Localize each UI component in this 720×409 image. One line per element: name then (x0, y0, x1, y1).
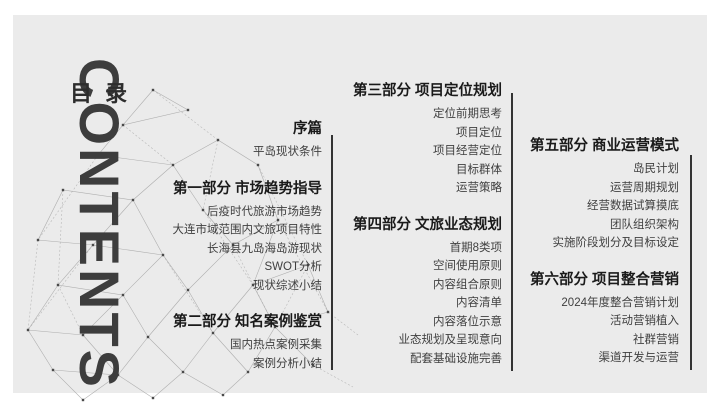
toc-item: 项目经营定位 (433, 145, 502, 157)
toc-item: 空间使用原则 (433, 260, 502, 272)
page-title: 目录 (70, 81, 141, 106)
toc-item: 内容组合原则 (433, 278, 502, 291)
toc-section-title: 第五部分 商业运营模式 (529, 138, 679, 154)
toc-section-title: 第四部分 文旅业态规划 (352, 216, 502, 233)
toc-item: 业态规划及呈现意向 (398, 334, 503, 346)
toc-item: 经营数据试算摸底 (587, 200, 679, 212)
divider-line-3 (690, 155, 692, 370)
toc-item: 项目定位 (456, 126, 502, 139)
toc-item: 实施阶段划分及目标设定 (552, 237, 680, 249)
toc-slide: CONTENTS 目录 序篇 平岛现状条件 第一部分 市场趋势指导 后疫时代旅游… (13, 15, 707, 402)
divider-line-2 (511, 93, 513, 371)
toc-item: 配套基础设施完善 (410, 352, 502, 365)
constellation-graphic (26, 88, 359, 402)
toc-section-title: 序篇 (293, 121, 322, 137)
toc-section-part6: 第六部分 项目整合营销 2024年度整合营销计划 活动营销植入 社群营销 渠道开… (530, 270, 679, 368)
toc-section-part2: 第二部分 知名案例鉴赏 国内热点案例采集 案例分析小结 (172, 312, 322, 373)
toc-item: 活动营销植入 (610, 315, 679, 327)
toc-item: 运营周期规划 (610, 181, 679, 194)
toc-item: 案例分析小结 (253, 357, 322, 370)
toc-section-title: 第六部分 项目整合营销 (529, 271, 679, 288)
toc-column-2: 第三部分 项目定位规划 定位前期思考 项目定位 项目经营定位 目标群体 运营策略… (353, 81, 502, 385)
toc-item: 目标群体 (456, 163, 502, 176)
toc-item: 首期8类项 (449, 241, 502, 254)
toc-item: 现状综述小结 (253, 279, 322, 292)
divider-line-1 (331, 135, 333, 370)
toc-item: 国内热点案例采集 (230, 339, 322, 351)
toc-item: 长海县九岛海岛游现状 (207, 242, 322, 255)
toc-section-preface: 序篇 平岛现状条件 (173, 119, 322, 162)
toc-section-part5: 第五部分 商业运营模式 岛民计划 运营周期规划 经营数据试算摸底 团队组织架构 … (530, 136, 679, 253)
toc-item: 团队组织架构 (610, 218, 679, 231)
toc-item: 内容落位示意 (433, 315, 502, 328)
toc-item: 运营策略 (456, 182, 502, 194)
constellation-nodes (26, 88, 330, 402)
toc-item: 平岛现状条件 (253, 146, 322, 158)
toc-section-title: 第二部分 知名案例鉴赏 (172, 314, 322, 330)
toc-item: SWOT分析 (264, 261, 323, 273)
toc-column-3: 第五部分 商业运营模式 岛民计划 运营周期规划 经营数据试算摸底 团队组织架构 … (530, 136, 679, 385)
toc-item: 后疫时代旅游市场趋势 (207, 205, 322, 218)
toc-column-1: 序篇 平岛现状条件 第一部分 市场趋势指导 后疫时代旅游市场趋势 大连市域范围内… (173, 119, 323, 390)
toc-item: 内容清单 (456, 297, 502, 309)
toc-section-part4: 第四部分 文旅业态规划 首期8类项 空间使用原则 内容组合原则 内容清单 内容落… (353, 215, 502, 369)
toc-item: 定位前期思考 (433, 108, 502, 120)
toc-section-title: 第一部分 市场趋势指导 (172, 180, 322, 197)
toc-item: 2024年度整合营销计划 (561, 296, 679, 309)
toc-item: 渠道开发与运营 (598, 352, 680, 364)
toc-item: 岛民计划 (633, 163, 679, 175)
toc-section-part3: 第三部分 项目定位规划 定位前期思考 项目定位 项目经营定位 目标群体 运营策略 (353, 81, 502, 198)
toc-item: 大连市域范围内文旅项目特性 (172, 224, 323, 236)
toc-section-title: 第三部分 项目定位规划 (352, 83, 502, 99)
toc-section-part1: 第一部分 市场趋势指导 后疫时代旅游市场趋势 大连市域范围内文旅项目特性 长海县… (173, 179, 323, 296)
toc-item: 社群营销 (633, 333, 679, 346)
